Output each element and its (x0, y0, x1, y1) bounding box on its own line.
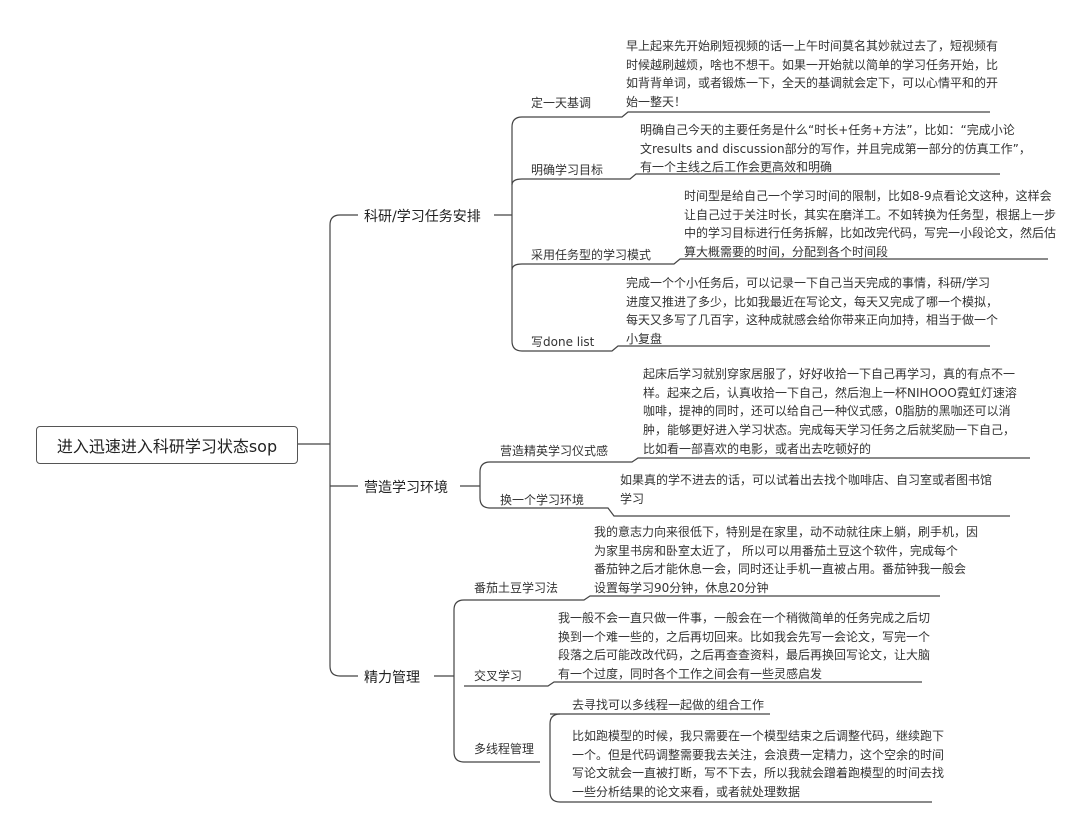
topic-cross-learning[interactable]: 交叉学习 (474, 669, 523, 683)
note-set-day-tone: 早上起来先开始刷短视频的话一上午时间莫名其妙就过去了，短视频有 时候越刷越烦，啥… (626, 37, 998, 112)
note-line: 小复盘 (626, 332, 663, 347)
topic-change-environment[interactable]: 换一个学习环境 (500, 493, 585, 507)
note-line: 有一个主线之后工作会更高效和明确 (640, 160, 833, 175)
note-line: 完成一个个小任务后，可以记录一下自己当天完成的事情，科研/学习 (626, 276, 991, 290)
note-multithread-example: 比如跑模型的时候，我只需要在一个模型结束之后调整代码，继续跑下 一个。但是代码调… (572, 727, 944, 802)
underline-b3-c3-spine (549, 713, 561, 803)
note-line: 如背背单词，或者锻炼一下，全天的基调就会定下，可以心情平和的开 (626, 76, 999, 91)
note-line: 每天又多写了几百字，这种成就感会给你带来正向加持，相当于做一个 (626, 313, 999, 328)
note-line: 时间型是给自己一个学习时间的限制，比如8-9点看论文这种，这样会 (684, 189, 1052, 203)
note-elite-ritual: 起床后学习就别穿家居服了，好好收拾一下自己再学习，真的有点不一 样。起来之后，认… (643, 365, 1017, 459)
note-change-environment: 如果真的学不进去的话，可以试着出去找个咖啡店、自习室或者图书馆 学习 (620, 471, 992, 508)
note-line: 换到一个难一些的，之后再切回来。比如我会先写一会论文，写完一个 (558, 629, 931, 644)
root-node[interactable]: 进入迅速进入科研学习状态sop (36, 426, 298, 464)
underline-b3-c2 (464, 681, 922, 687)
connector-b3-spine (453, 599, 465, 763)
note-line: 写论文就会一直被打断，写不下去，所以我就会蹭着跑模型的时间去找 (572, 766, 945, 781)
note-clear-goals: 明确自己今天的主要任务是什么“时长+任务+方法”，比如：“完成小论 文resul… (640, 121, 1031, 177)
note-line: 段落之后可能改改代码，之后再查查资料，最后再换回写论文，让大脑 (558, 648, 931, 663)
note-done-list: 完成一个个小任务后，可以记录一下自己当天完成的事情，科研/学习 进度又推进了多少… (626, 274, 998, 349)
note-line: 番茄钟之后才能休息一会，同时还让手机一直被占用。番茄钟我一般会 (594, 562, 967, 577)
underline-b3-c1 (464, 595, 940, 601)
note-line: 中的学习目标进行任务拆解，比如改完代码，写完一小段论文，然后估 (684, 226, 1057, 241)
underline-b2-c2 (490, 507, 1010, 517)
note-pomodoro: 我的意志力向来很低下，特别是在家里，动不动就往床上躺，刷手机，因 为家里书房和卧… (594, 523, 978, 598)
note-line: 比如看一部喜欢的电影，或者出去吃顿好的 (643, 441, 872, 456)
note-line: 肿，能够更好进入学习状态。完成每天学习任务之后就奖励一下自己， (643, 423, 1016, 438)
topic-set-day-tone[interactable]: 定一天基调 (531, 96, 592, 110)
connector-b2-spine (479, 461, 491, 509)
underline-b2-c1 (490, 457, 1030, 463)
note-multithread-combo: 去寻找可以多线程一起做的组合工作 (572, 696, 764, 715)
branch-energy-management[interactable]: 精力管理 (364, 670, 420, 686)
topic-pomodoro[interactable]: 番茄土豆学习法 (474, 581, 559, 595)
note-line: 咖啡，提神的同时，还可以给自己一种仪式感，0脂肪的黑咖还可以消 (643, 404, 1011, 419)
connector-b1-spine (511, 116, 523, 352)
note-line: 去寻找可以多线程一起做的组合工作 (572, 698, 765, 712)
note-line: 我的意志力向来很低下，特别是在家里，动不动就往床上躺，刷手机，因 (594, 525, 979, 539)
branch-research-task-arrangement[interactable]: 科研/学习任务安排 (364, 209, 481, 225)
note-line: 始一整天！ (626, 95, 687, 110)
underline-b1-c2 (511, 173, 1000, 186)
topic-elite-ritual[interactable]: 营造精英学习仪式感 (500, 444, 609, 458)
note-line: 一个。但是代码调整需要我去关注，会浪费一定精力，这个空余的时间 (572, 747, 945, 762)
topic-clear-goals[interactable]: 明确学习目标 (531, 163, 604, 177)
note-line: 进度又推进了多少，比如我最近在写论文，每天又完成了哪一个模拟， (626, 294, 999, 309)
note-line: 早上起来先开始刷短视频的话一上午时间莫名其妙就过去了，短视频有 (626, 39, 999, 53)
note-line: 让自己过于关注时长，其实在磨洋工。不如转换为任务型，根据上一步 (684, 207, 1057, 222)
topic-done-list[interactable]: 写done list (531, 335, 595, 349)
note-line: 算大概需要的时间，分配到各个时间段 (684, 245, 889, 260)
note-line: 比如跑模型的时候，我只需要在一个模型结束之后调整代码，继续跑下 (572, 729, 945, 743)
note-line: 为家里书房和卧室太近了， 所以可以用番茄土豆这个软件，完成每个 (594, 543, 958, 558)
note-line: 起床后学习就别穿家居服了，好好收拾一下自己再学习，真的有点不一 (643, 367, 1016, 381)
topic-task-based-mode[interactable]: 采用任务型的学习模式 (531, 248, 652, 262)
note-task-based-mode: 时间型是给自己一个学习时间的限制，比如8-9点看论文这种，这样会 让自己过于关注… (684, 187, 1056, 262)
connector-trunk (329, 214, 341, 677)
topic-multithread[interactable]: 多线程管理 (474, 742, 535, 756)
note-line: 我一般不会一直只做一件事，一般会在一个稍微简单的任务完成之后切 (558, 611, 931, 625)
note-line: 设置每学习90分钟，休息20分钟 (594, 581, 769, 596)
note-line: 明确自己今天的主要任务是什么“时长+任务+方法”，比如：“完成小论 (640, 123, 1015, 137)
note-line: 样。起来之后，认真收拾一下自己，然后泡上一杯NIHOOO霓虹灯速溶 (643, 385, 1017, 400)
underline-b1-c4 (522, 345, 990, 352)
note-line: 学习 (620, 491, 645, 506)
note-line: 时候越刷越烦，啥也不想干。如果一开始就以简单的学习任务开始，比 (626, 57, 999, 72)
underline-b1-c1 (522, 111, 990, 118)
note-line: 有一个过度，同时各个工作之间会有一些灵感启发 (558, 667, 823, 682)
note-line: 如果真的学不进去的话，可以试着出去找个咖啡店、自习室或者图书馆 (620, 473, 993, 487)
branch-study-environment[interactable]: 营造学习环境 (364, 480, 448, 496)
note-cross-learning: 我一般不会一直只做一件事，一般会在一个稍微简单的任务完成之后切 换到一个难一些的… (558, 609, 930, 684)
note-line: 一些分析结果的论文来看，或者就处理数据 (572, 785, 801, 800)
note-line: 文results and discussion部分的写作，并且完成第一部分的仿真… (640, 141, 1031, 156)
underline-b1-c3 (511, 258, 1048, 271)
